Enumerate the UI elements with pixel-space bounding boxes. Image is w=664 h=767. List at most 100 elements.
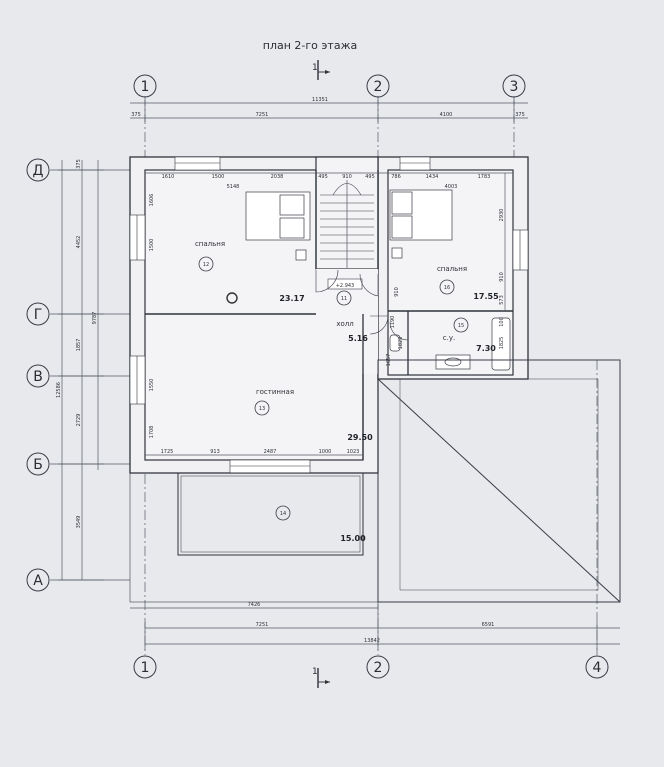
svg-text:5148: 5148 xyxy=(227,184,240,190)
svg-text:100: 100 xyxy=(499,317,505,327)
dimension-top: 11351 375 7251 4100 375 xyxy=(130,97,528,122)
room-number-16: 16 xyxy=(439,279,455,295)
room-number-12: 12 xyxy=(198,256,214,272)
svg-text:4: 4 xyxy=(593,660,602,676)
svg-text:1500: 1500 xyxy=(212,174,225,180)
svg-text:2: 2 xyxy=(374,79,383,95)
axis-bubble-left-A: А xyxy=(26,568,50,592)
svg-text:А: А xyxy=(33,573,43,589)
room-name-13: гостинная xyxy=(256,388,294,396)
room-name-16: спальня xyxy=(437,265,467,273)
section-label-bottom: 1 xyxy=(312,667,318,677)
svg-text:7426: 7426 xyxy=(248,602,261,608)
svg-text:7251: 7251 xyxy=(256,112,269,118)
axis-bubble-bottom-1: 1 xyxy=(133,655,157,679)
dimension-bottom-inner: 1725 913 2487 1000 1023 xyxy=(145,449,363,456)
axis-bubble-left-D: Д xyxy=(26,158,50,182)
svg-text:1190: 1190 xyxy=(390,316,396,329)
axis-bubble-bottom-4: 4 xyxy=(585,655,609,679)
svg-text:1725: 1725 xyxy=(161,449,174,455)
svg-text:495: 495 xyxy=(365,174,375,180)
svg-text:16: 16 xyxy=(444,285,450,291)
dimension-bottom: 7426 7251 6591 13842 xyxy=(130,602,620,650)
door-swings xyxy=(315,269,409,341)
svg-text:1657: 1657 xyxy=(386,354,392,367)
axis-bubble-left-B: Б xyxy=(26,452,50,476)
svg-text:495: 495 xyxy=(318,174,328,180)
svg-text:+2.943: +2.943 xyxy=(336,283,355,289)
svg-text:910: 910 xyxy=(394,287,400,297)
svg-text:1434: 1434 xyxy=(426,174,439,180)
svg-text:12: 12 xyxy=(203,262,209,268)
svg-text:14: 14 xyxy=(280,511,286,517)
axis-bubble-left-V: В xyxy=(26,364,50,388)
svg-text:786: 786 xyxy=(391,174,401,180)
svg-text:375: 375 xyxy=(131,112,141,118)
svg-text:9787: 9787 xyxy=(92,312,98,325)
svg-text:910: 910 xyxy=(342,174,352,180)
room-name-11: холл xyxy=(336,320,353,328)
room-area-11: 5.16 xyxy=(348,334,368,343)
svg-text:1825: 1825 xyxy=(499,337,505,350)
svg-text:1023: 1023 xyxy=(347,449,360,455)
svg-text:4003: 4003 xyxy=(445,184,458,190)
svg-text:3549: 3549 xyxy=(76,516,82,529)
svg-text:1500: 1500 xyxy=(149,239,155,252)
svg-text:375: 375 xyxy=(515,112,525,118)
section-mark-top: 1 xyxy=(312,60,330,80)
svg-text:1000: 1000 xyxy=(319,449,332,455)
svg-text:2: 2 xyxy=(374,660,383,676)
axis-bubble-top-3: 3 xyxy=(502,74,526,98)
svg-text:11: 11 xyxy=(341,296,347,302)
dimension-inner-top: 1610 1500 2038 495 910 495 786 1434 1783… xyxy=(145,172,513,190)
svg-text:1857: 1857 xyxy=(76,339,82,352)
room-name-15: с.у. xyxy=(443,334,455,342)
svg-text:13: 13 xyxy=(259,406,265,412)
svg-text:1606: 1606 xyxy=(149,194,155,207)
svg-text:4452: 4452 xyxy=(76,236,82,249)
dimension-right-inner: 2930 910 573 910 1190 1825 1657 1825 100 xyxy=(386,173,506,367)
dimension-left: 12586 375 4452 1857 2729 3549 9787 1606 … xyxy=(56,159,155,581)
room-area-12: 23.17 xyxy=(279,294,304,303)
room-name-12: спальня xyxy=(195,240,225,248)
svg-text:4100: 4100 xyxy=(440,112,453,118)
svg-text:Г: Г xyxy=(34,307,43,323)
svg-text:2038: 2038 xyxy=(271,174,284,180)
svg-text:Б: Б xyxy=(33,457,43,473)
axis-bubble-left-G: Г xyxy=(26,302,50,326)
svg-text:3: 3 xyxy=(510,79,519,95)
svg-text:6591: 6591 xyxy=(482,622,495,628)
plan-title: план 2-го этажа xyxy=(263,39,357,52)
svg-text:573: 573 xyxy=(499,295,505,305)
room-number-11: 11 xyxy=(336,290,352,306)
room-area-14: 15.00 xyxy=(340,534,366,543)
svg-text:13842: 13842 xyxy=(364,638,380,644)
svg-text:Д: Д xyxy=(33,163,44,179)
svg-text:910: 910 xyxy=(499,272,505,282)
svg-text:В: В xyxy=(33,369,43,385)
svg-text:2930: 2930 xyxy=(499,209,505,222)
building-walls xyxy=(129,156,529,474)
room-area-15: 7.30 xyxy=(476,344,496,353)
room-number-13: 13 xyxy=(254,400,270,416)
svg-text:12586: 12586 xyxy=(56,382,62,398)
svg-text:2487: 2487 xyxy=(264,449,277,455)
axis-bubble-bottom-2: 2 xyxy=(366,655,390,679)
svg-text:1708: 1708 xyxy=(149,426,155,439)
svg-text:15: 15 xyxy=(458,323,464,329)
svg-text:1: 1 xyxy=(141,660,150,676)
chimney-icon xyxy=(226,292,238,304)
svg-text:913: 913 xyxy=(210,449,220,455)
bed-room-16 xyxy=(389,189,453,259)
svg-text:1825: 1825 xyxy=(398,337,404,350)
svg-text:11351: 11351 xyxy=(312,97,328,103)
room-area-16: 17.55 xyxy=(473,292,499,301)
svg-text:1610: 1610 xyxy=(162,174,175,180)
svg-text:1: 1 xyxy=(141,79,150,95)
section-label-top: 1 xyxy=(312,63,318,73)
svg-text:1783: 1783 xyxy=(478,174,491,180)
svg-text:375: 375 xyxy=(76,159,82,169)
svg-text:1550: 1550 xyxy=(149,379,155,392)
lower-roof xyxy=(129,359,621,603)
room-area-13: 29.50 xyxy=(347,433,373,442)
